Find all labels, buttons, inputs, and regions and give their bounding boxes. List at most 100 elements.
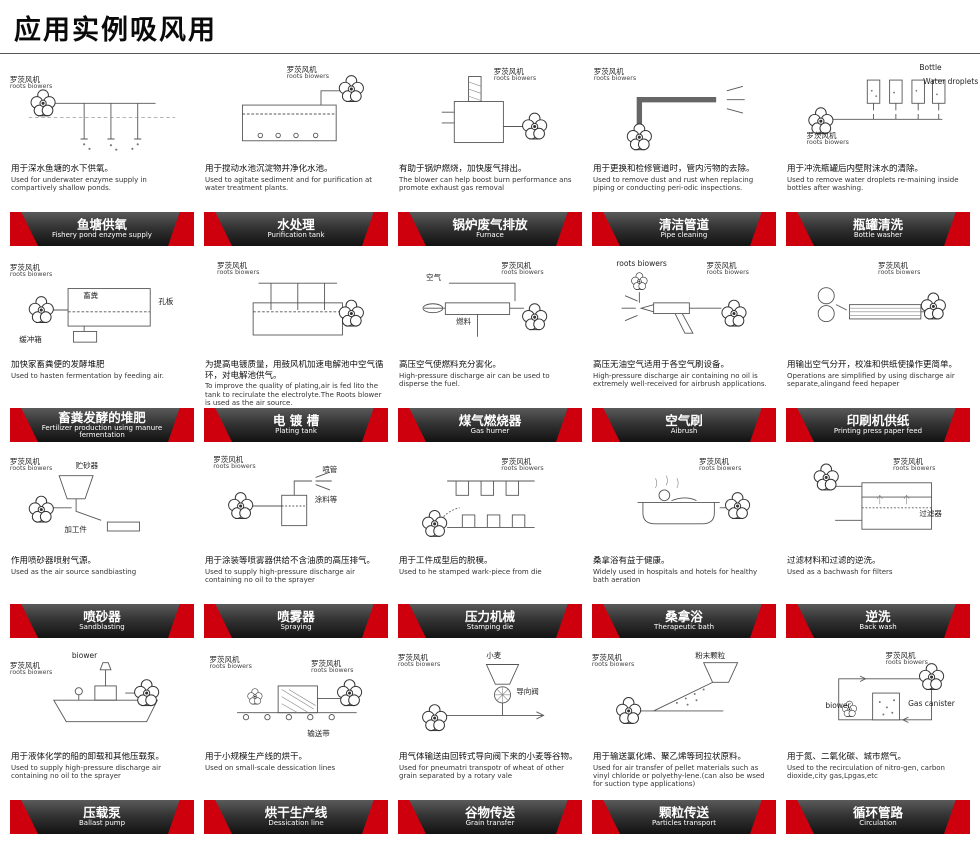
description-english: Used for air transfer of pellet material…: [593, 763, 765, 789]
description-chinese: 用气体输送由回转式导向阀下来的小麦等谷物。: [399, 752, 578, 762]
banner-title-chinese: 电 镀 槽: [272, 413, 320, 429]
diagram-label-text: 罗茨风机: [286, 65, 317, 74]
description-chinese: 加快家畜粪便的发酵堆肥: [11, 360, 105, 370]
banner-title-english: Bottle washer: [853, 231, 903, 240]
banner-red-right-shape: [168, 408, 194, 442]
roots-blower-icon: [522, 112, 548, 140]
diagram-label-text: 畜粪: [83, 291, 99, 300]
application-banner: 畜粪发酵的堆肥 Fertilizer production using manu…: [10, 408, 194, 442]
diagram-label-text: 罗茨风机: [699, 457, 730, 466]
banner-title-chinese: 压力机械: [464, 609, 515, 625]
roots-blower-icon: [422, 509, 448, 537]
application-banner: 鱼塘供氧 Fishery pond enzyme supply: [10, 212, 194, 246]
description-english: Widely used in hospitals and hotels for …: [593, 567, 758, 585]
banner-red-right-shape: [944, 212, 970, 246]
roots-blower-icon: [247, 688, 263, 705]
application-banner: 锅炉废气排放 Furnace: [398, 212, 582, 246]
banner-red-left-shape: [398, 212, 426, 246]
description-english: Used to remove dust and rust when replac…: [593, 175, 754, 193]
description-english: Used to supply high-pressure discharge a…: [11, 763, 161, 781]
diagram-label-subtext: roots biowers: [213, 462, 256, 470]
page-title: 应用实例吸风用: [14, 15, 217, 46]
application-banner: 烘干生产线 Dessication line: [204, 800, 388, 834]
diagram-label: 燃料: [456, 318, 471, 326]
diagram-label-text: 导向阀: [516, 687, 539, 696]
description-chinese: 用于小规模生产线的烘干。: [205, 752, 308, 762]
banner-title-english: Fertilizer production using manure ferme…: [41, 423, 163, 439]
banner-title-chinese: 瓶罐清洗: [852, 217, 903, 233]
description-chinese: 用于搅动水池沉淀物并净化水池。: [205, 164, 333, 174]
application-description: 高压空气使燃料充分雾化。 High-pressure discharge air…: [396, 360, 584, 406]
banner-red-right-shape: [556, 212, 582, 246]
diagram-label-text: 罗茨风机: [501, 261, 532, 270]
banner-red-left-shape: [398, 408, 426, 442]
diagram-art: [252, 282, 364, 336]
banner-red-left-shape: [786, 212, 814, 246]
diagram-label: 过滤器: [919, 510, 942, 518]
banner-title-english: Printing press paper feed: [833, 427, 923, 436]
application-description: 有助于锅炉燃烧，加快废气排出。 The blower can help boos…: [396, 164, 584, 210]
banner-title-english: Aibrush: [670, 427, 698, 436]
diagram-label-text: 罗茨风机: [885, 651, 916, 660]
banner-red-left-shape: [204, 212, 232, 246]
diagram-art: [817, 287, 946, 323]
diagram-label-text: 罗茨风机: [311, 659, 342, 668]
diagram-label-subtext: roots biowers: [501, 464, 544, 472]
banner-red-right-shape: [556, 604, 582, 638]
description-english: High-pressure discharge air containing n…: [593, 371, 767, 389]
diagram-art: [616, 662, 739, 724]
diagram-label-text: 罗茨风机: [893, 457, 924, 466]
banner-red-left-shape: [10, 604, 38, 638]
diagram-label-subtext: roots biowers: [209, 662, 252, 670]
diagram-label-text: 缓冲箱: [19, 335, 42, 344]
diagram-label: roots biowers: [616, 260, 667, 268]
diagram-label-text: Water droplets: [923, 77, 979, 86]
diagram-label-text: 贮砂器: [75, 461, 99, 470]
roots-blower-icon: [631, 272, 648, 290]
diagram-label: biower: [72, 652, 97, 660]
diagram-label-subtext: roots biowers: [493, 74, 537, 82]
application-description: 用于输送氯化烯、聚乙烯等珂拉状原料。 Used for air transfer…: [590, 752, 778, 798]
banner-title-chinese: 烘干生产线: [264, 805, 328, 821]
application-banner: 压载泵 Ballast pump: [10, 800, 194, 834]
description-chinese: 用于深水鱼塘的水下供氧。: [11, 164, 114, 174]
application-banner: 喷雾器 Spraying: [204, 604, 388, 638]
banner-red-left-shape: [592, 604, 620, 638]
diagram-label: 喷管: [322, 466, 337, 474]
diagram-label-text: roots biowers: [616, 259, 667, 268]
banner-red-left-shape: [592, 408, 620, 442]
roots-blower-icon: [626, 123, 652, 151]
description-english: Used on small-scale dessication lines: [205, 763, 336, 772]
banner-title-chinese: 喷砂器: [83, 609, 121, 625]
description-english: Used as a bachwash for filters: [787, 567, 893, 576]
diagram-label-text: 罗茨风机: [501, 457, 532, 466]
description-chinese: 用于氮、二氧化碳、城市燃气。: [787, 752, 907, 762]
banner-title-chinese: 锅炉废气排放: [452, 217, 528, 233]
banner-red-right-shape: [556, 800, 582, 834]
description-english: To improve the quality of plating,air is…: [205, 382, 382, 406]
banner-title-english: Dessication line: [268, 819, 324, 828]
description-chinese: 用于冲洗瓶罐后内壁附沫水的清除。: [787, 164, 924, 174]
diagram-art: [422, 480, 535, 537]
